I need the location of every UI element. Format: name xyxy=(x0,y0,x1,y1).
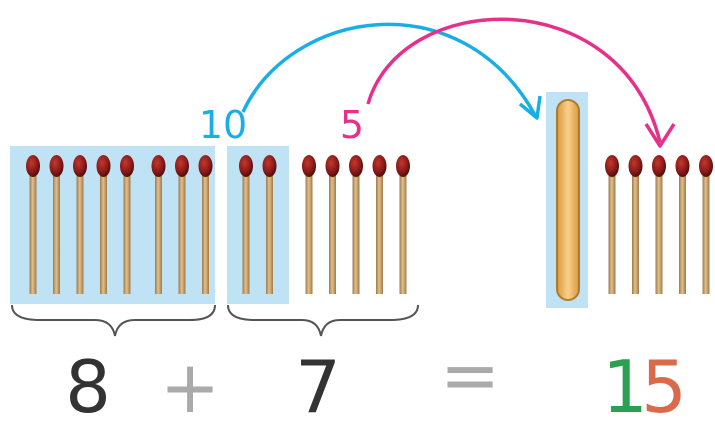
match xyxy=(605,155,619,294)
five-arrow-head xyxy=(644,123,676,148)
five-arrow xyxy=(366,17,662,143)
second-addend-matches xyxy=(239,155,410,294)
ten-arrow-head xyxy=(518,95,542,120)
match xyxy=(349,155,363,294)
result-ones-matches xyxy=(605,155,713,294)
match xyxy=(262,155,277,294)
match xyxy=(151,155,166,294)
second-addend-brace xyxy=(227,304,419,337)
ten-arrow xyxy=(241,22,537,116)
match xyxy=(675,155,690,294)
second-addend: 7 xyxy=(295,345,341,421)
first-addend: 8 xyxy=(65,345,111,421)
match xyxy=(96,155,111,294)
match xyxy=(396,155,410,294)
match xyxy=(198,155,213,294)
match xyxy=(628,155,643,294)
match xyxy=(239,155,253,294)
five-label: 5 xyxy=(340,103,364,147)
first-addend-matches xyxy=(26,155,213,294)
match xyxy=(372,155,387,294)
match xyxy=(302,155,316,294)
plus-sign: + xyxy=(160,345,220,421)
match xyxy=(175,155,189,294)
result-ones-digit: 5 xyxy=(641,345,687,421)
make-ten-highlight xyxy=(227,146,289,304)
result-tens-digit: 1 xyxy=(602,345,648,421)
match xyxy=(652,155,666,294)
first-addend-brace xyxy=(11,304,216,337)
match xyxy=(325,155,340,294)
equals-sign: = xyxy=(440,333,500,417)
ten-label: 10 xyxy=(199,103,247,147)
tens-bundle-stick xyxy=(556,99,580,301)
match xyxy=(49,155,64,294)
match xyxy=(699,155,713,294)
match xyxy=(73,155,87,294)
match xyxy=(26,155,40,294)
match xyxy=(120,155,134,294)
